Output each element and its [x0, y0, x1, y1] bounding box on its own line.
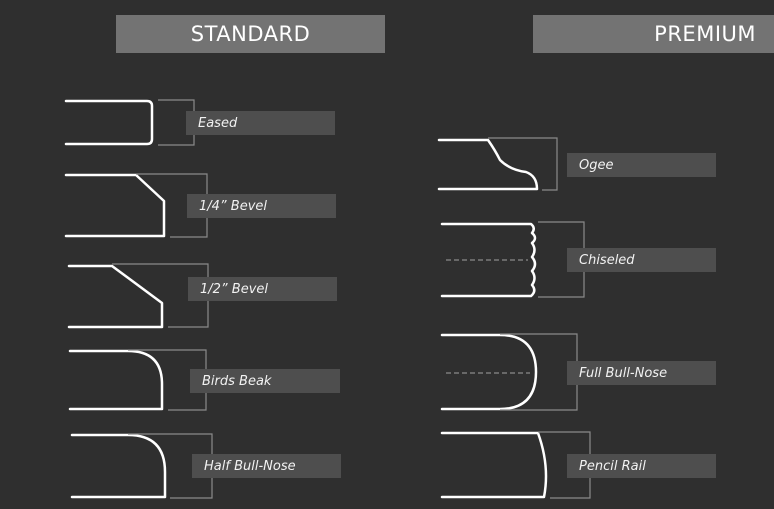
- label-half-bevel: 1/2” Bevel: [188, 277, 337, 301]
- label-birds-beak: Birds Beak: [190, 369, 340, 393]
- full-bull-nose-bracket: [500, 333, 578, 411]
- standard-header: STANDARD: [116, 15, 385, 53]
- ogee-profile: [437, 138, 539, 191]
- birds-beak-profile: [68, 349, 164, 411]
- label-pencil-rail: Pencil Rail: [567, 454, 716, 478]
- eased-profile: [64, 99, 154, 146]
- label-ogee: Ogee: [567, 153, 716, 177]
- label-half-bull-nose: Half Bull-Nose: [192, 454, 341, 478]
- label-full-bull-nose: Full Bull-Nose: [567, 361, 716, 385]
- quarter-bevel-profile: [64, 173, 166, 238]
- premium-header: PREMIUM: [533, 15, 774, 53]
- half-bull-nose-profile: [70, 433, 167, 499]
- label-quarter-bevel: 1/4” Bevel: [187, 194, 336, 218]
- full-bull-nose-profile: [440, 333, 538, 411]
- half-bevel-profile: [67, 264, 164, 329]
- ogee-bracket: [488, 137, 558, 191]
- label-eased: Eased: [186, 111, 335, 135]
- pencil-rail-profile: [440, 431, 548, 499]
- label-chiseled: Chiseled: [567, 248, 716, 272]
- chiseled-profile: [440, 222, 537, 298]
